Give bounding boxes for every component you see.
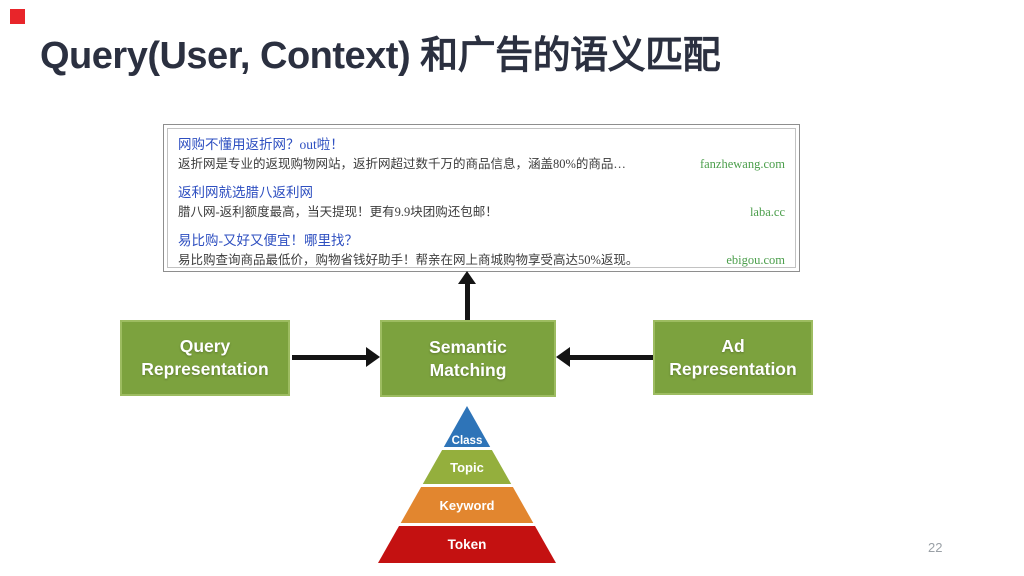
- diagram-box-query-representation: Query Representation: [120, 320, 290, 396]
- red-corner-mark: [10, 9, 25, 24]
- result-url[interactable]: laba.cc: [749, 205, 785, 219]
- search-result: 易比购-又好又便宜！哪里找？ 易比购查询商品最低价，购物省钱好助手！帮亲在网上商…: [178, 231, 785, 267]
- pyramid-layer-class: [443, 406, 491, 447]
- arrow-query-to-matching-shaft: [292, 355, 367, 360]
- slide-title: Query(User, Context) 和广告的语义匹配: [40, 35, 721, 77]
- search-results-panel: 网购不懂用返折网？out啦！ 返折网是专业的返现购物网站，返折网超过数千万的商品…: [163, 124, 800, 272]
- pyramid-layer-token: [378, 526, 556, 563]
- result-body: 易比购查询商品最低价，购物省钱好助手！帮亲在网上商城购物享受高达50%返现。 e…: [178, 251, 785, 267]
- search-result: 网购不懂用返折网？out啦！ 返折网是专业的返现购物网站，返折网超过数千万的商品…: [178, 135, 785, 173]
- arrow-matching-to-serp-shaft: [465, 283, 470, 320]
- pyramid-label-class: Class: [452, 435, 483, 447]
- box-label-line: Representation: [141, 359, 269, 379]
- result-description: 返折网是专业的返现购物网站，返折网超过数千万的商品信息，涵盖80%的商品…: [178, 157, 626, 171]
- box-label-line: Query: [179, 336, 231, 356]
- arrow-up-icon: [458, 271, 476, 284]
- arrow-right-icon: [366, 347, 380, 367]
- pyramid-label-token: Token: [448, 537, 487, 552]
- result-url[interactable]: ebigou.com: [726, 253, 785, 267]
- box-label-line: Semantic: [429, 336, 507, 357]
- result-url[interactable]: fanzhewang.com: [699, 157, 785, 171]
- box-label-line: Matching: [429, 359, 507, 380]
- diagram-box-ad-representation: Ad Representation: [653, 320, 813, 395]
- result-body: 返折网是专业的返现购物网站，返折网超过数千万的商品信息，涵盖80%的商品… fa…: [178, 155, 785, 173]
- result-description: 易比购查询商品最低价，购物省钱好助手！帮亲在网上商城购物享受高达50%返现。: [178, 253, 639, 267]
- pyramid-layer-keyword: [400, 487, 534, 523]
- result-link[interactable]: 易比购-又好又便宜！哪里找？: [178, 233, 358, 248]
- result-link[interactable]: 网购不懂用返折网？out啦！: [178, 137, 344, 152]
- search-results-inner: 网购不懂用返折网？out啦！ 返折网是专业的返现购物网站，返折网超过数千万的商品…: [167, 128, 796, 268]
- search-result: 返利网就选腊八返利网 腊八网-返利额度最高，当天提现！更有9.9块团购还包邮！ …: [178, 183, 785, 221]
- box-label-line: Ad: [721, 335, 745, 356]
- diagram-box-semantic-matching: Semantic Matching: [380, 320, 556, 397]
- pyramid-label-topic: Topic: [450, 460, 484, 475]
- result-description: 腊八网-返利额度最高，当天提现！更有9.9块团购还包邮！: [178, 205, 498, 219]
- arrow-left-icon: [556, 347, 570, 367]
- page-number: 22: [928, 540, 943, 555]
- result-link[interactable]: 返利网就选腊八返利网: [178, 185, 313, 200]
- pyramid-layer-topic: [422, 450, 512, 484]
- arrow-ad-to-matching-shaft: [570, 355, 653, 360]
- box-label-line: Representation: [669, 358, 797, 379]
- pyramid-label-keyword: Keyword: [440, 498, 495, 513]
- result-body: 腊八网-返利额度最高，当天提现！更有9.9块团购还包邮！ laba.cc: [178, 203, 785, 221]
